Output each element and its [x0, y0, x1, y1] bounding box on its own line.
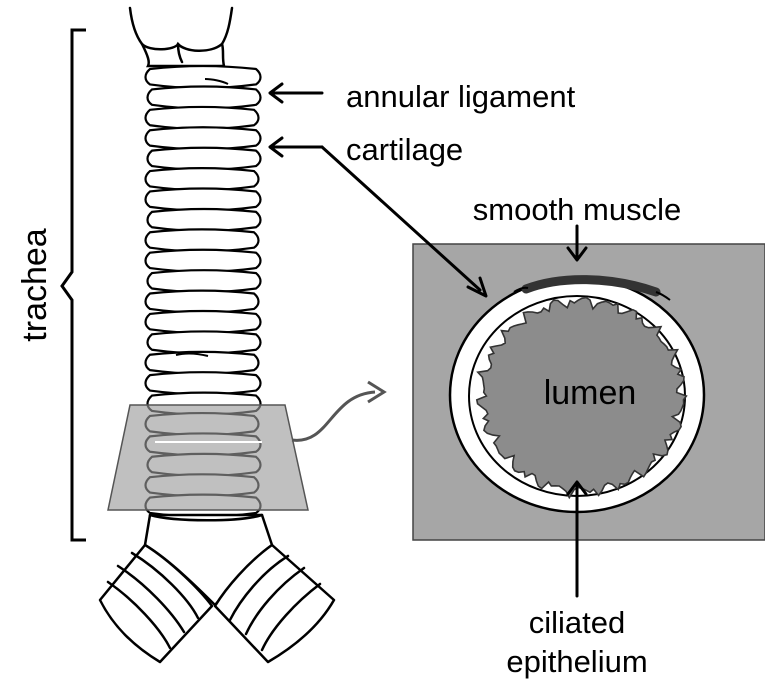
trachea-bracket: [62, 30, 86, 540]
lumen-label: lumen: [544, 374, 637, 412]
cartilage-label: cartilage: [346, 132, 463, 167]
trachea-ring: [146, 291, 259, 313]
ciliated-label: ciliated: [529, 605, 626, 640]
cartilage-arrow: [270, 138, 322, 156]
trachea-ring: [148, 331, 261, 353]
trachea-ring: [146, 127, 261, 149]
epithelium-label: epithelium: [506, 644, 647, 679]
trachea-label: trachea: [16, 228, 54, 341]
annular-ligament-label: annular ligament: [346, 79, 576, 114]
trachea-ring: [148, 270, 261, 292]
trachea-ring: [146, 372, 261, 394]
trachea-ring: [146, 188, 261, 210]
trachea-ring: [146, 229, 259, 251]
trachea-ring: [146, 311, 261, 333]
annular-ligament-arrow: [270, 84, 322, 102]
trachea-ring: [146, 107, 259, 129]
trachea-ring: [148, 86, 261, 108]
cartilage-leader: [322, 147, 486, 296]
section-plane: [108, 405, 308, 510]
smooth-muscle-label: smooth muscle: [473, 192, 681, 227]
trachea-ring: [148, 209, 261, 231]
trachea-ring: [146, 168, 259, 190]
section-arrow: [292, 382, 384, 440]
bronchi: [100, 515, 334, 662]
trachea-ring: [146, 250, 261, 272]
larynx: [130, 8, 232, 66]
trachea-ring: [148, 148, 261, 170]
trachea-ring: [146, 66, 261, 88]
